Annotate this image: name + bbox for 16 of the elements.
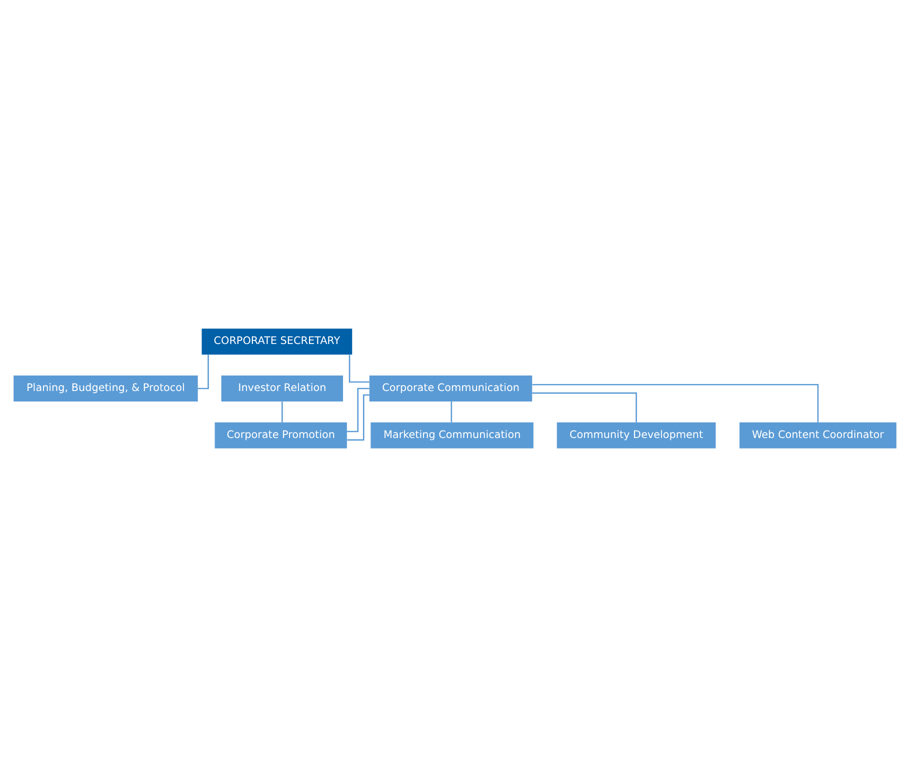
connector	[198, 354, 209, 389]
node-box: Investor Relation	[221, 374, 344, 402]
node-box: Marketing Communication	[370, 422, 534, 448]
connector	[347, 387, 370, 432]
node-box: Corporate Promotion	[214, 422, 347, 448]
node-box: Corporate Communication	[369, 374, 532, 402]
node-box: Planing, Budgeting, & Protocol	[14, 374, 198, 402]
connector	[347, 394, 370, 440]
node-box: CORPORATE SECRETARY	[202, 328, 352, 354]
node-box: Web Content Coordinator	[740, 422, 896, 448]
connector	[282, 401, 283, 422]
connector	[348, 354, 370, 382]
connector	[532, 383, 819, 422]
node-box: Community Development	[556, 422, 716, 448]
connector	[532, 392, 637, 422]
connector	[450, 401, 452, 422]
